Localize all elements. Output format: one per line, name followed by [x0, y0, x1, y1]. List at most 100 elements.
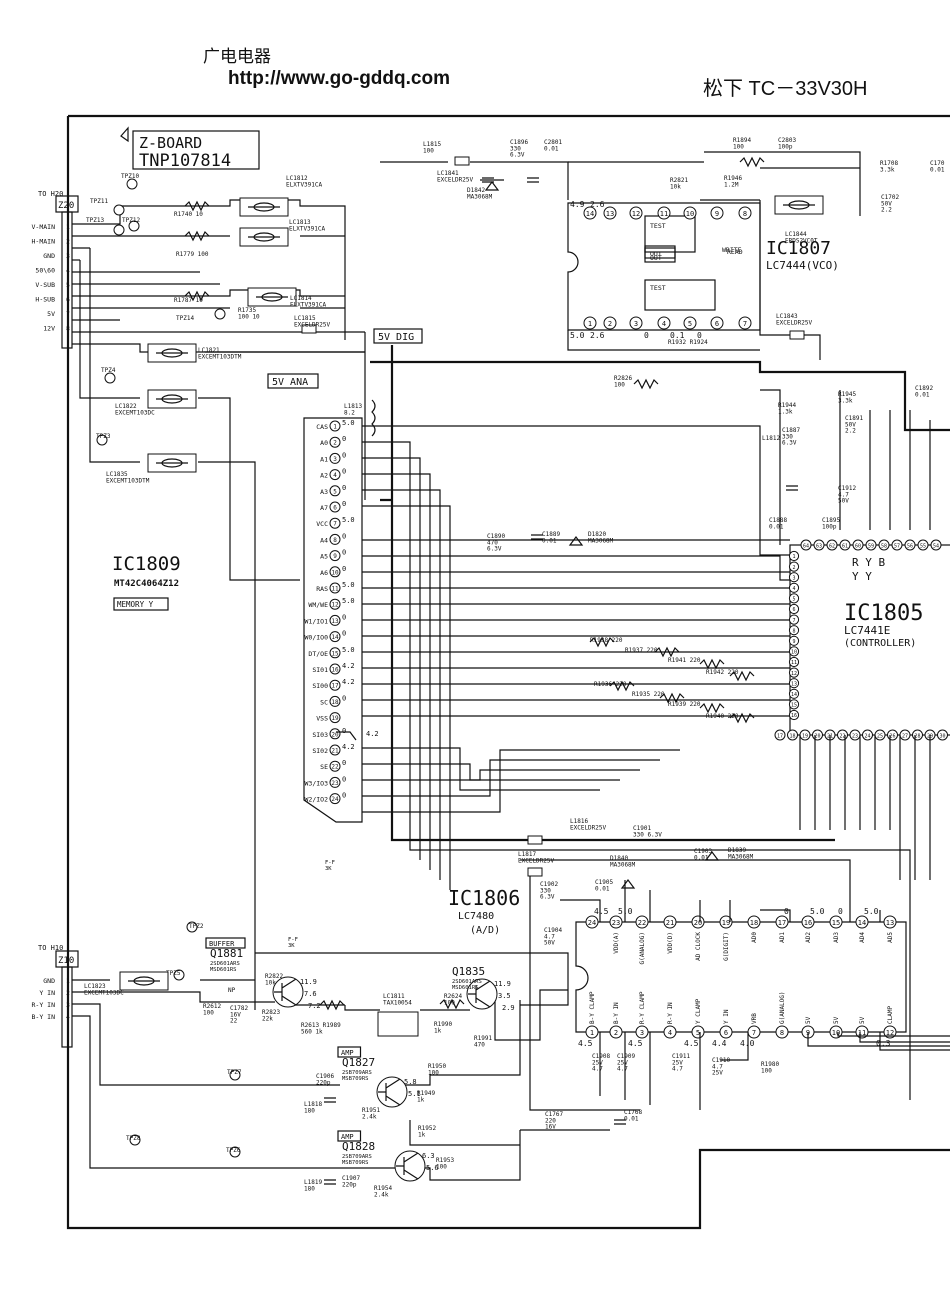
ic1809-pin-label: W1/IO1 — [305, 617, 329, 625]
ic1806-top-pin-number: 22 — [638, 919, 646, 927]
ic1807-bottom-pin — [710, 316, 724, 330]
ic1807-top-pin-number: 12 — [632, 210, 640, 218]
ic1806-part: LC7480 — [458, 911, 494, 922]
z10-pin-label: R-Y IN — [32, 1001, 56, 1009]
ic1806-top-pin-number: 20 — [694, 919, 702, 927]
ic1809-pin-label: A5 — [320, 553, 328, 561]
site-url[interactable]: http://www.go-gddq.com — [228, 68, 450, 89]
ic1805-top-pin — [904, 539, 916, 551]
z20-pin-label: 12V — [43, 325, 55, 333]
ic1809-pin-number: 4 — [333, 472, 337, 479]
lc1815-bead — [301, 324, 317, 334]
ic1806-bottom-label: 5V — [805, 1016, 812, 1024]
ic1805-letters: R Y B — [852, 556, 885, 569]
transistor-voltage: 7.2 — [308, 1002, 321, 1010]
ic1805-left-pin-number: 5 — [792, 597, 795, 603]
ic1809-pin-voltage: 5.0 — [342, 597, 355, 605]
label-r1941: R1941 220 — [668, 657, 701, 664]
ic1806-bottom-pin — [691, 1025, 705, 1039]
ic1807-block-label: TEST — [650, 222, 666, 230]
label-r1787: R1787 10 — [174, 297, 203, 304]
ic1806-bottom-pin — [585, 1025, 599, 1039]
z20-pin-number: 5 — [66, 281, 70, 289]
transistor-voltage: 7.6 — [304, 990, 317, 998]
z10-pin-number: 3 — [66, 1001, 70, 1009]
ic1809-pin-number: 8 — [333, 537, 337, 544]
lc1843-bead — [789, 330, 805, 340]
ic1809-pin-number: 21 — [331, 748, 339, 755]
r1940-resistor — [729, 712, 755, 724]
ic1806-bottom-pin — [775, 1025, 789, 1039]
testpoint-tpz11 — [113, 204, 125, 216]
transistor-q1827 — [376, 1076, 408, 1108]
ic1809-pin-voltage: 0 — [342, 532, 346, 540]
np-label: NP — [228, 987, 236, 994]
ic1805-top-pin — [917, 539, 929, 551]
wiring — [72, 151, 950, 1181]
ic1805-top-pin — [865, 539, 877, 551]
ic1805-part: LC7441E — [844, 624, 890, 637]
ic1809-pin-number: 7 — [333, 521, 337, 528]
ic1809-pin-label: WM/WE — [308, 601, 328, 609]
ic1805-top-pin — [839, 539, 851, 551]
ic1807-bottom-voltage: 0.1 — [670, 331, 685, 340]
transistor-tag-frame — [337, 1130, 362, 1142]
ic1809-pin-label: VSS — [316, 715, 328, 723]
ic1806-top-pin-number: 17 — [778, 919, 786, 927]
testpoint-tpz4 — [104, 372, 116, 384]
z20-pin-number: 8 — [66, 325, 70, 333]
transistor-voltage: 6.3 — [422, 1152, 435, 1160]
ic1809-pin-voltage: 0 — [342, 484, 346, 492]
lc1841-bead — [454, 156, 470, 166]
ic1805-top-pin — [826, 539, 838, 551]
ic1806-bottom-pin — [829, 1025, 843, 1039]
ic1806-bottom-pin-number: 8 — [780, 1029, 784, 1037]
ic1809-pin-voltage: 0 — [342, 759, 346, 767]
ic1807-bottom-pin-number: 1 — [588, 320, 592, 328]
testpoint-tpz5 — [173, 969, 185, 981]
ic1805-top-pin-number: 64 — [803, 544, 809, 550]
ic1809-pin-label: SI03 — [312, 731, 328, 739]
ic1809-pin-label: SC — [320, 698, 328, 706]
ic1807-block-label: OUT — [650, 250, 662, 258]
ic1809-pin — [329, 469, 341, 481]
ic1805-left-pin — [788, 625, 800, 636]
ic1806-top-label: AD4 — [859, 932, 866, 943]
z10-pin-number: 4 — [66, 1013, 70, 1021]
z10-pin-label: B-Y IN — [32, 1013, 56, 1021]
z10-pin-label: Y IN — [39, 989, 55, 997]
ic1809-pin-number: 6 — [333, 505, 337, 512]
ic1806: IC1806 LC7480 (A/D) 244.5235.0VDD(A)22G(… — [448, 886, 907, 1048]
ic1809-pin-number: 24 — [331, 796, 339, 803]
component-symbols — [96, 156, 824, 1185]
transistor-q1835 — [466, 978, 498, 1010]
c1768-capacitor — [614, 1119, 626, 1125]
ic1805-bottom-pin — [937, 729, 948, 741]
ic1807-top-pin — [657, 206, 671, 220]
testpoint-tpz13 — [113, 224, 125, 236]
ic1806-top-label: AD CLOCK — [695, 932, 702, 961]
ic1806-bottom-voltage: 4.4 — [712, 1039, 727, 1048]
